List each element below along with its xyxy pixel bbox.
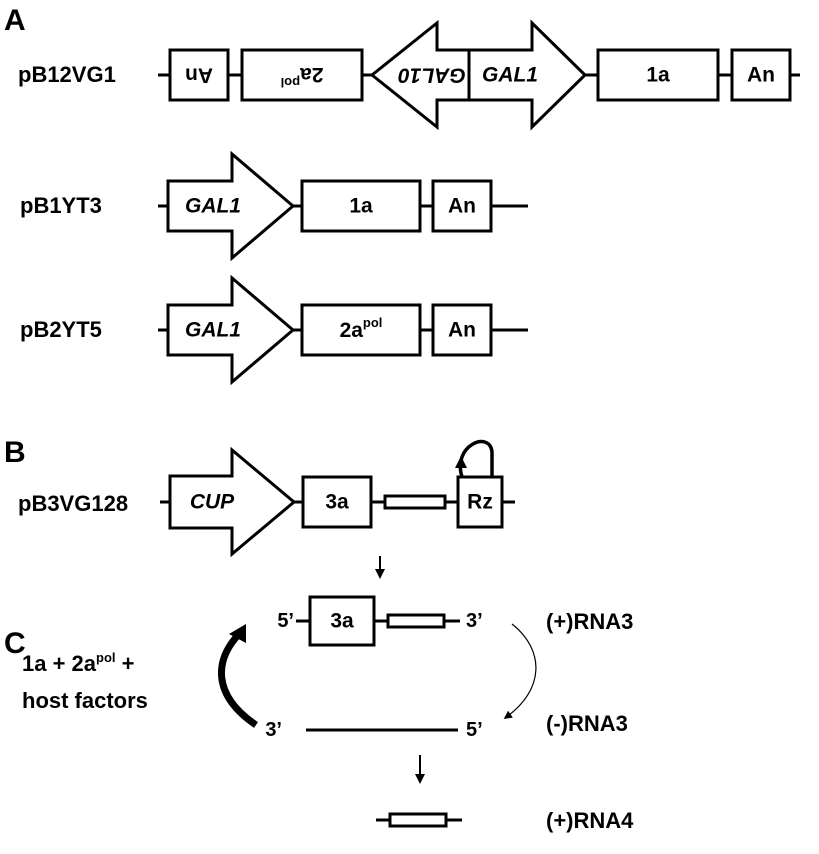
rna3-replication-cycle: 5’ 3a 3’ (+)RNA3 3’ 5’ (-)RNA3 1a + 2apo… [22,595,633,741]
gal1-label: GAL1 [185,319,241,342]
plus-strand-3prime: 3’ [466,610,483,632]
replication-factors-line2: host factors [22,688,148,713]
cup-label: CUP [190,491,235,514]
panel-label-a: A [4,4,26,37]
plus-rna4-label: (+)RNA4 [546,808,634,833]
an-box [730,48,792,102]
pol2a-box-reversed [240,48,364,102]
an-label: An [448,319,476,342]
construct-pB2YT5: pB2YT5 GAL1 2apol An [20,274,528,386]
3a-label: 3a [330,610,354,633]
minus-rna3-label: (-)RNA3 [546,711,628,736]
an-box [431,179,493,233]
ribozyme-cleavage-loop [458,439,494,478]
gal10-promoter-arrow [369,19,471,131]
plus-strand-5prime: 5’ [277,610,294,632]
an-box-reversed [168,48,230,102]
gal1-promoter-arrow [166,150,296,262]
cup-promoter-arrow [168,446,297,558]
an-label: An [747,64,775,87]
pol2a-label-reversed: 2apol [281,64,324,91]
minus-strand-synthesis-arrow [503,623,537,719]
replication-factors-line1: 1a + 2apol + [22,650,134,676]
1a-label: 1a [349,195,373,218]
gal1-promoter-arrow [166,274,296,386]
coat-protein-box [388,812,448,828]
construct-label: pB2YT5 [20,317,102,342]
3a-box [308,595,376,647]
an-label-reversed: An [185,64,213,87]
plus-strand-synthesis-arrow [218,630,258,728]
ribozyme-label: Rz [467,491,493,514]
construct-pB1YT3: pB1YT3 GAL1 1a An [20,150,528,262]
panel-label-c: C [4,627,26,660]
pol2a-label: 2apol [340,315,383,342]
an-box [431,303,493,357]
construct-label: pB3VG128 [18,491,128,516]
minus-strand-5prime: 5’ [466,719,483,741]
ribozyme-box [456,475,504,529]
1a-box [596,48,720,102]
minus-strand-3prime: 3’ [265,719,282,741]
an-label: An [448,195,476,218]
construct-pB3VG128: pB3VG128 CUP 3a Rz [18,439,515,558]
panel-label-b: B [4,436,26,469]
3a-box [301,475,373,529]
plus-rna3-label: (+)RNA3 [546,609,633,634]
ribozyme-loop-arrowhead [455,456,467,468]
subgenomic-rna4: (+)RNA4 [376,808,634,833]
gal1-label: GAL1 [482,64,538,87]
1a-label: 1a [646,64,670,87]
construct-label: pB1YT3 [20,193,102,218]
pol2a-box [300,303,422,357]
construct-label: pB12VG1 [18,62,116,87]
3a-label: 3a [325,491,349,514]
gal10-label: GAL10 [398,64,466,87]
plus-strand-arrowhead [229,624,246,643]
gal1-label: GAL1 [185,195,241,218]
1a-box [300,179,422,233]
construct-pB12VG1: pB12VG1 An 2apol GAL10 GAL1 1a An [18,19,800,131]
gal1-promoter-arrow [467,19,588,131]
coat-protein-box [386,613,446,629]
coat-protein-box [383,494,447,510]
